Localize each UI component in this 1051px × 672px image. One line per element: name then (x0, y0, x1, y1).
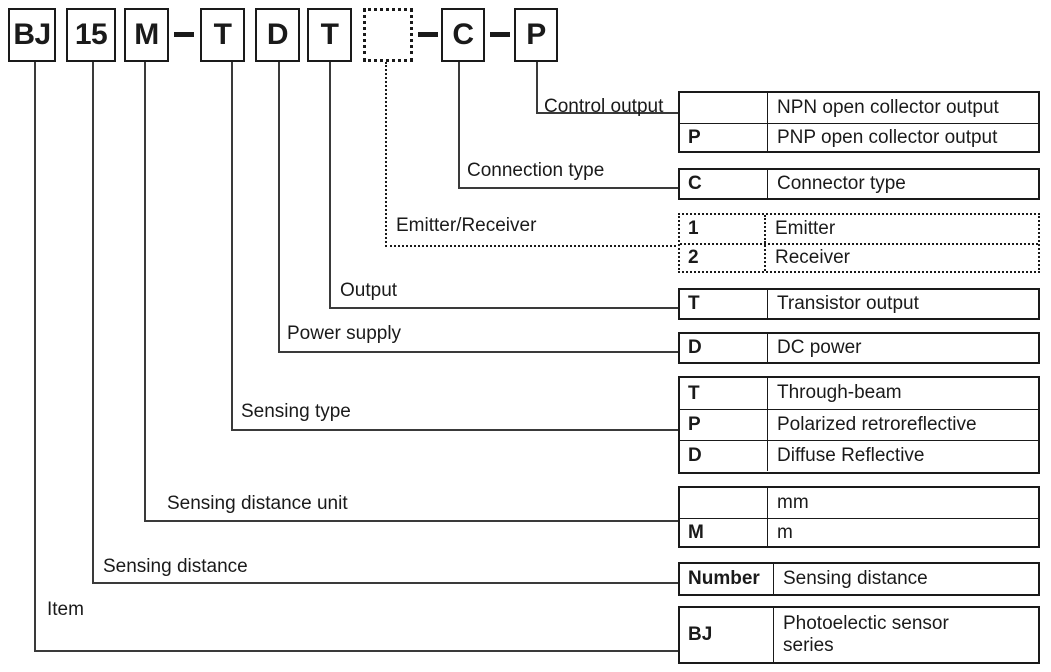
row-description: DC power (777, 336, 862, 358)
code-box-sensing-type: T (200, 8, 245, 62)
leader-line-sensing-distance-unit-horizontal (144, 520, 680, 522)
row-description: Photoelectic sensor series (783, 612, 949, 656)
leader-line-control-output-vertical (536, 62, 538, 114)
row-code (680, 93, 768, 123)
table-row: M m (680, 518, 1038, 547)
leader-label-output: Output (340, 280, 398, 301)
table-row: Number Sensing distance (680, 564, 1038, 594)
table-row: P Polarized retroreflective (680, 409, 1038, 440)
code-box-sensing-distance-unit: M (124, 8, 169, 62)
table-group-power-supply: D DC power (678, 332, 1040, 364)
leader-line-power-supply-horizontal (278, 351, 680, 353)
table-group-control-output: NPN open collector output P PNP open col… (678, 91, 1040, 153)
leader-label-control-output: Control output (544, 96, 664, 117)
row-code: BJ (680, 608, 774, 662)
code-box-emitter-receiver (363, 8, 413, 62)
leader-line-item-vertical (34, 62, 36, 651)
leader-label-sensing-distance: Sensing distance (103, 556, 248, 577)
row-description: Emitter (775, 217, 836, 239)
leader-label-power-supply: Power supply (287, 323, 402, 344)
leader-line-sensing-type-horizontal (231, 429, 680, 431)
leader-label-item: Item (47, 599, 84, 620)
table-group-sensing-distance: Number Sensing distance (678, 562, 1040, 596)
row-description: Diffuse Reflective (777, 444, 925, 466)
row-code: D (680, 441, 768, 471)
row-code: C (680, 170, 768, 198)
table-row: C Connector type (680, 170, 1038, 198)
code-box-output: T (307, 8, 352, 62)
leader-label-emitter-receiver: Emitter/Receiver (396, 215, 537, 236)
leader-line-sensing-distance-vertical (92, 62, 94, 584)
table-row: P PNP open collector output (680, 123, 1038, 152)
row-description: Transistor output (777, 292, 919, 314)
leader-line-control-output-horizontal (536, 112, 680, 114)
code-box-power-supply: D (255, 8, 300, 62)
row-description: Through-beam (777, 382, 902, 404)
table-group-sensing-distance-unit: mm M m (678, 486, 1040, 548)
row-code: P (680, 124, 768, 152)
row-description: Polarized retroreflective (777, 413, 977, 435)
code-box-sensing-distance: 15 (66, 8, 116, 62)
table-row: T Through-beam (680, 378, 1038, 409)
row-code: T (680, 378, 768, 409)
leader-line-sensing-type-vertical (231, 62, 233, 431)
leader-line-connection-type-vertical (458, 62, 460, 189)
leader-line-output-vertical (329, 62, 331, 309)
table-row: D DC power (680, 334, 1038, 362)
leader-line-power-supply-vertical (278, 62, 280, 353)
code-separator-dash-3 (490, 32, 510, 37)
table-group-sensing-type: T Through-beam P Polarized retroreflecti… (678, 376, 1040, 474)
table-row: T Transistor output (680, 290, 1038, 318)
table-row: 1 Emitter (680, 215, 1038, 243)
leader-line-connection-type-horizontal (458, 187, 680, 189)
leader-label-sensing-distance-unit: Sensing distance unit (167, 493, 348, 514)
row-code: 2 (680, 245, 766, 271)
table-group-output: T Transistor output (678, 288, 1040, 320)
row-description: Connector type (777, 172, 906, 194)
code-box-control-output: P (514, 8, 558, 62)
row-code: D (680, 334, 768, 362)
leader-label-connection-type: Connection type (467, 160, 605, 181)
code-box-item: BJ (8, 8, 56, 62)
row-description: NPN open collector output (777, 96, 999, 118)
row-description: mm (777, 491, 809, 513)
row-code: P (680, 410, 768, 440)
table-row: 2 Receiver (680, 243, 1038, 271)
code-box-connection-type: C (441, 8, 485, 62)
leader-line-output-horizontal (329, 307, 680, 309)
code-separator-dash-2 (418, 32, 438, 37)
row-code: M (680, 519, 768, 547)
row-code: T (680, 290, 768, 318)
row-code: Number (680, 564, 774, 594)
table-row: mm (680, 488, 1038, 518)
row-description: Receiver (775, 246, 850, 268)
table-row: D Diffuse Reflective (680, 440, 1038, 471)
table-row: NPN open collector output (680, 93, 1038, 123)
row-description: PNP open collector output (777, 126, 998, 148)
row-code: 1 (680, 215, 766, 243)
leader-line-emitter-receiver-horizontal (385, 245, 680, 247)
code-separator-dash-1 (174, 32, 194, 37)
leader-line-sensing-distance-horizontal (92, 582, 680, 584)
row-description: m (777, 521, 793, 543)
leader-line-emitter-receiver-vertical (385, 62, 387, 247)
table-group-item: BJ Photoelectic sensor series (678, 606, 1040, 664)
table-row: BJ Photoelectic sensor series (680, 608, 1038, 662)
leader-line-sensing-distance-unit-vertical (144, 62, 146, 522)
leader-label-sensing-type: Sensing type (241, 401, 351, 422)
table-group-emitter-receiver: 1 Emitter 2 Receiver (678, 213, 1040, 273)
leader-line-item-horizontal (34, 650, 680, 652)
row-description: Sensing distance (783, 567, 928, 589)
row-code (680, 488, 768, 518)
table-group-connection-type: C Connector type (678, 168, 1040, 200)
